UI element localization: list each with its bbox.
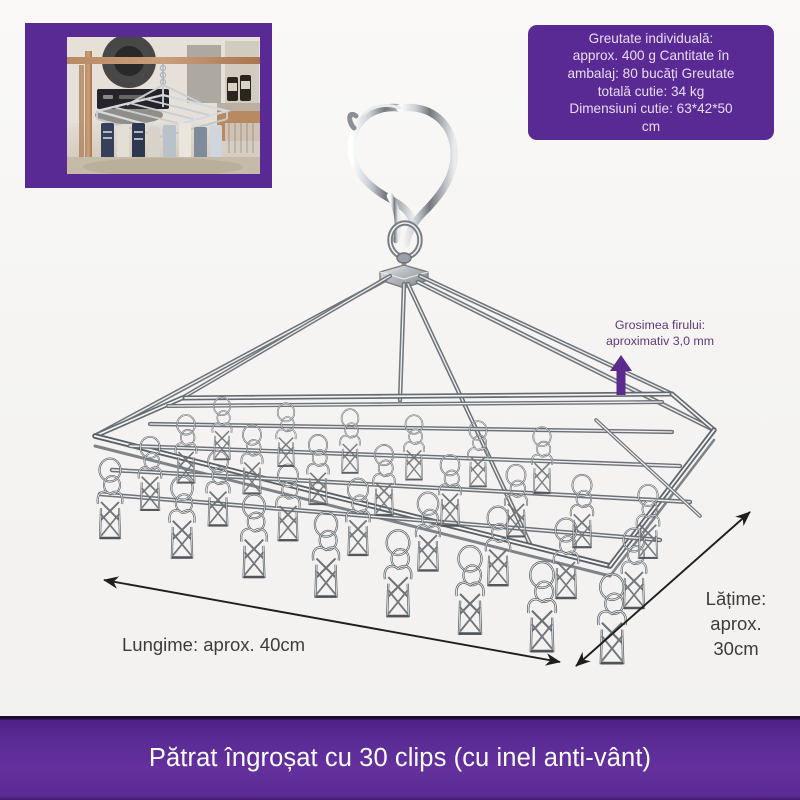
inset-lifestyle-photo (25, 23, 272, 188)
wire-thickness-text: Grosimea firului: aproximativ 3,0 mm (605, 318, 715, 348)
spec-info-text: Greutate individuală: approx. 400 g Cant… (567, 30, 735, 134)
dimension-arrow-length (103, 576, 561, 666)
grid-crossbars (97, 400, 702, 543)
length-dimension-label: Lungime: aprox. 40cm (122, 634, 306, 655)
bottom-title-banner: Pătrat îngroșat cu 30 clips (cu inel ant… (0, 716, 800, 800)
wire-thickness-arrow-icon (610, 355, 632, 395)
hanger-hook (347, 103, 458, 273)
product-illustration (92, 103, 751, 667)
inset-photo-image (67, 37, 260, 174)
width-dimension-label: Lățime: aprox. 30cm (705, 588, 767, 659)
dimension-arrow-width (575, 511, 751, 667)
bottom-banner-text: Pătrat îngroșat cu 30 clips (cu inel ant… (148, 743, 652, 772)
wire-thickness-annotation: Grosimea firului: aproximativ 3,0 mm (560, 318, 760, 349)
support-struts (92, 273, 717, 547)
spec-info-box: Greutate individuală: approx. 400 g Cant… (528, 25, 774, 140)
